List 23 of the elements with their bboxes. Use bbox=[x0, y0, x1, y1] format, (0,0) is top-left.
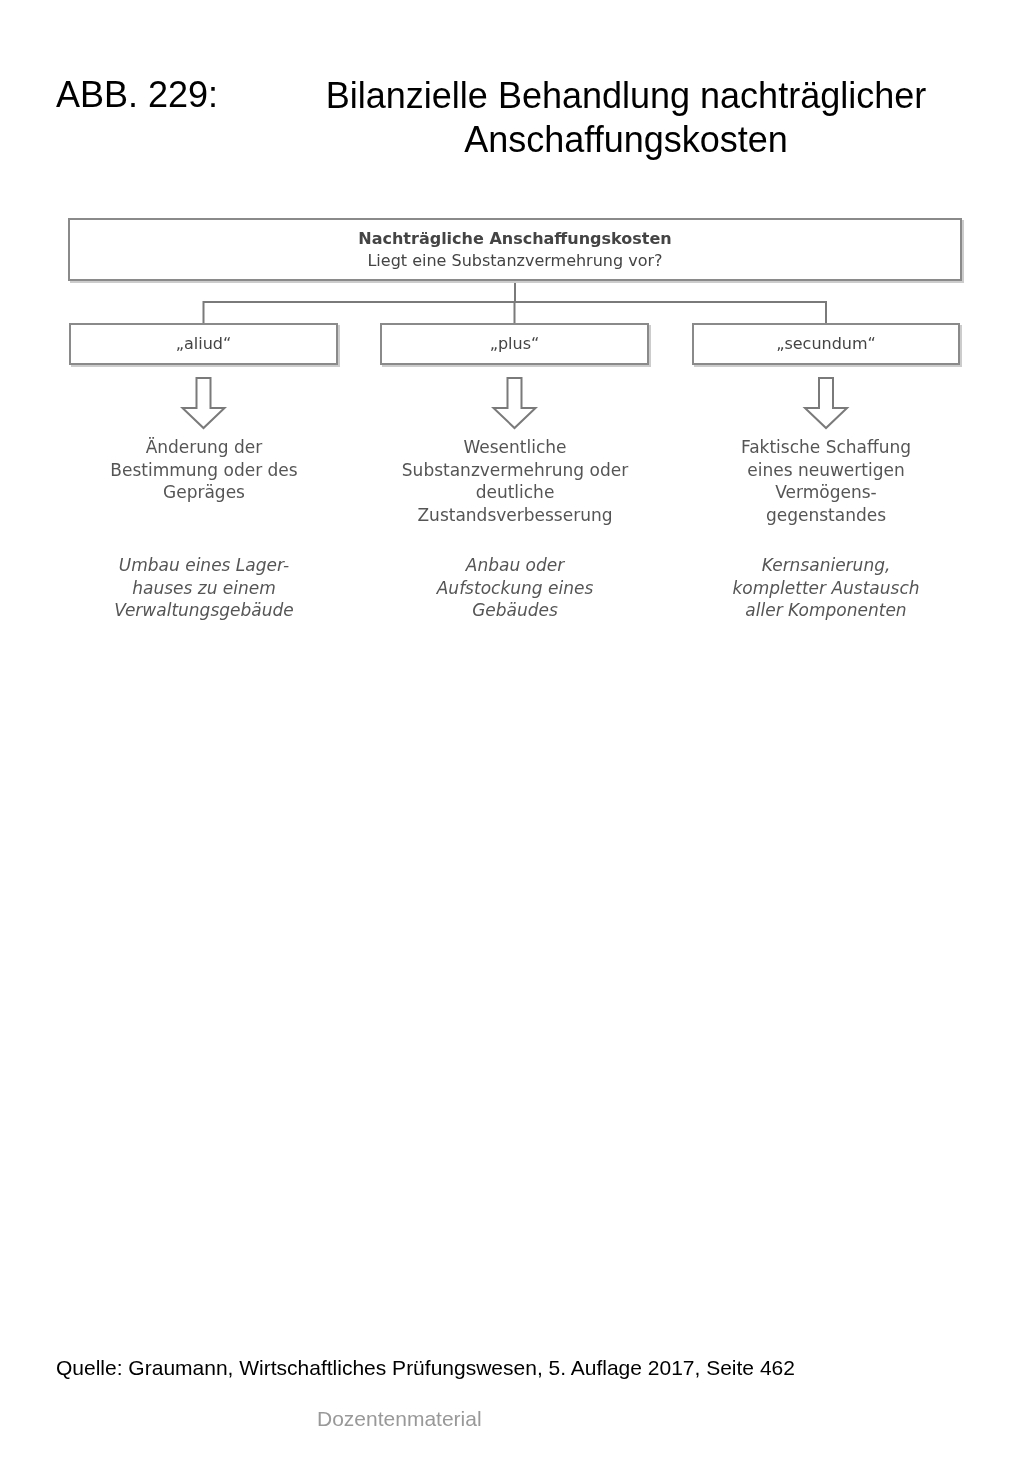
description-text: Wesentliche Substanzvermehrung oder deutliche Zustandsverbesserung bbox=[400, 436, 630, 526]
box-heading: Nachträgliche Anschaffungskosten bbox=[358, 227, 672, 250]
description-text: Änderung der Bestimmung oder des Gepräges bbox=[109, 436, 299, 504]
box-label: „aliud“ bbox=[175, 333, 232, 355]
connector-line bbox=[514, 280, 827, 324]
category-box bbox=[68, 218, 962, 281]
hollow-arrow bbox=[180, 377, 227, 430]
category-box bbox=[380, 323, 649, 365]
box-label: „plus“ bbox=[489, 333, 540, 355]
box-question: Liegt eine Substanzvermehrung vor? bbox=[367, 249, 663, 272]
source-note: Quelle: Graumann, Wirtschaftliches Prüfungswesen, 5. Auflage 2017, Seite 462 bbox=[56, 1355, 796, 1381]
category-box bbox=[692, 323, 960, 365]
hollow-arrow bbox=[802, 377, 850, 430]
box-label: „secundum“ bbox=[776, 333, 876, 355]
title: Bilanzielle Behandlung nachträglicher Anschaffungskosten bbox=[324, 74, 928, 162]
description-text: Faktische Schaffung eines neuwertigen Vermögens- gegenstandes bbox=[721, 436, 931, 526]
hollow-arrow bbox=[491, 377, 538, 430]
footer-note: Dozentenmaterial bbox=[317, 1407, 482, 1431]
example-text: Kernsanierung, kompletter Austausch aller Komponenten bbox=[731, 554, 921, 622]
example-text: Umbau eines Lager- hauses zu einem Verwaltungsgebäude bbox=[113, 554, 295, 622]
example-text: Anbau oder Aufstockung eines Gebäudes bbox=[435, 554, 595, 622]
category-box bbox=[69, 323, 338, 365]
figure-number: ABB. 229: bbox=[56, 74, 219, 116]
